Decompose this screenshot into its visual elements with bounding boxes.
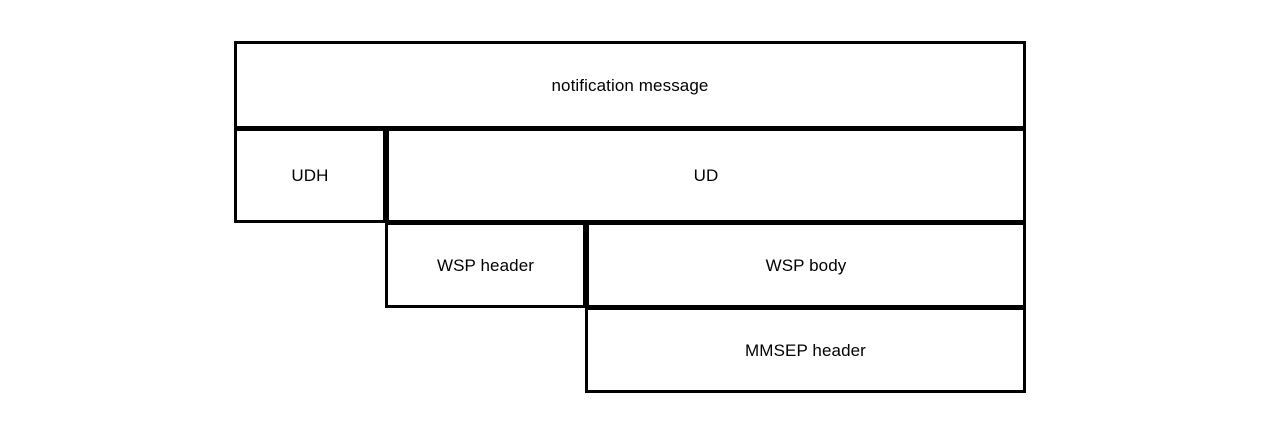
box-wsp-body: WSP body: [585, 222, 1026, 308]
box-ud: UD: [385, 128, 1026, 223]
box-label-wsp-body: WSP body: [765, 255, 847, 275]
box-label-wsp-header: WSP header: [436, 255, 535, 275]
box-label-notification-message: notification message: [551, 75, 709, 95]
box-notification-message: notification message: [234, 41, 1026, 129]
box-label-udh: UDH: [291, 166, 329, 185]
box-label-mmsep-header: MMSEP header: [745, 340, 866, 360]
box-label-ud: UD: [693, 166, 719, 185]
box-udh: UDH: [234, 128, 386, 223]
box-mmsep-header: MMSEP header: [585, 307, 1026, 393]
box-wsp-header: WSP header: [385, 222, 586, 308]
